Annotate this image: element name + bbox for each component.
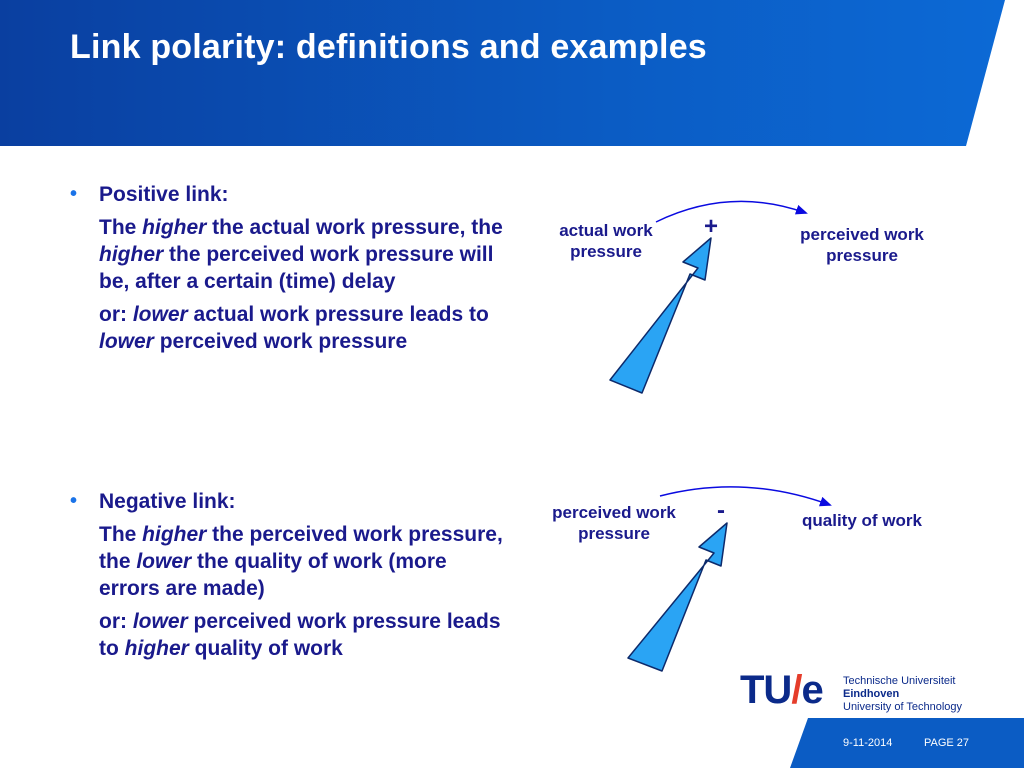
page-title: Link polarity: definitions and examples (70, 28, 707, 66)
bullet-dot-icon: • (70, 490, 78, 512)
emphasis-text: higher (142, 523, 207, 546)
text-segment: perceived work pressure (153, 330, 408, 353)
negative-link-alternative: or: lower perceived work pressure leads … (70, 608, 510, 662)
text-segment: perceived work pressure leads to (99, 610, 501, 660)
positive-link-bullet: • Positive link: (70, 181, 510, 208)
logo-text: TU (740, 668, 792, 712)
negative-link-definition: The higher the perceived work pressure, … (70, 521, 510, 602)
emphasis-text: lower (136, 550, 192, 573)
negative-link-heading: Negative link: (99, 490, 236, 513)
text-segment: actual work pressure leads to (187, 303, 489, 326)
footer-bar (790, 718, 1024, 768)
footer-page-number: PAGE 27 (924, 737, 970, 749)
negative-link-section: • Negative link: The higher the perceive… (70, 488, 510, 662)
diagram1-to-label: perceived work pressure (800, 225, 924, 265)
negative-link-curve-arrow (659, 486, 832, 507)
text-segment: The (99, 216, 143, 239)
negative-link-block-arrow (627, 522, 728, 672)
tue-logo-mark: TU/e (740, 668, 824, 713)
emphasis-text: lower (132, 303, 188, 326)
footer-date: 9-11-2014 (843, 737, 893, 749)
emphasis-text: higher (99, 243, 164, 266)
diagram2-from-label: perceived work pressure (552, 503, 676, 543)
logo-text: e (801, 668, 823, 712)
positive-link-heading: Positive link: (99, 183, 229, 206)
emphasis-text: lower (99, 330, 154, 353)
text-segment: or: (99, 303, 133, 326)
bullet-dot-icon: • (70, 183, 78, 205)
logo-slash-text: / (791, 668, 802, 712)
header-banner (0, 0, 1005, 146)
text-segment: or: (99, 610, 133, 633)
text-segment: the perceived work pressure will be, aft… (99, 243, 494, 293)
text-segment: the actual work pressure, the (206, 216, 503, 239)
diagram1-from-label: actual work pressure (559, 221, 653, 261)
tue-logo-text: Technische Universiteit Eindhoven Univer… (843, 675, 962, 714)
text-segment: the quality of work (more errors are mad… (99, 550, 447, 600)
negative-link-bullet: • Negative link: (70, 488, 510, 515)
positive-link-curve-arrow (655, 200, 808, 223)
logo-line: Eindhoven (843, 688, 900, 700)
text-segment: The (99, 523, 143, 546)
diagram2-to-label: quality of work (802, 511, 922, 530)
positive-link-definition: The higher the actual work pressure, the… (70, 214, 510, 295)
positive-link-alternative: or: lower actual work pressure leads to … (70, 301, 510, 355)
emphasis-text: lower (132, 610, 188, 633)
emphasis-text: higher (142, 216, 207, 239)
positive-link-block-arrow (609, 237, 712, 394)
diagram1-sign: + (704, 213, 719, 240)
diagram2-sign: - (717, 497, 725, 524)
text-segment: quality of work (188, 637, 343, 660)
positive-link-section: • Positive link: The higher the actual w… (70, 181, 510, 355)
logo-line: University of Technology (843, 701, 963, 713)
text-segment: the perceived work pressure, the (99, 523, 503, 573)
emphasis-text: higher (124, 637, 189, 660)
logo-line: Technische Universiteit (843, 675, 956, 687)
